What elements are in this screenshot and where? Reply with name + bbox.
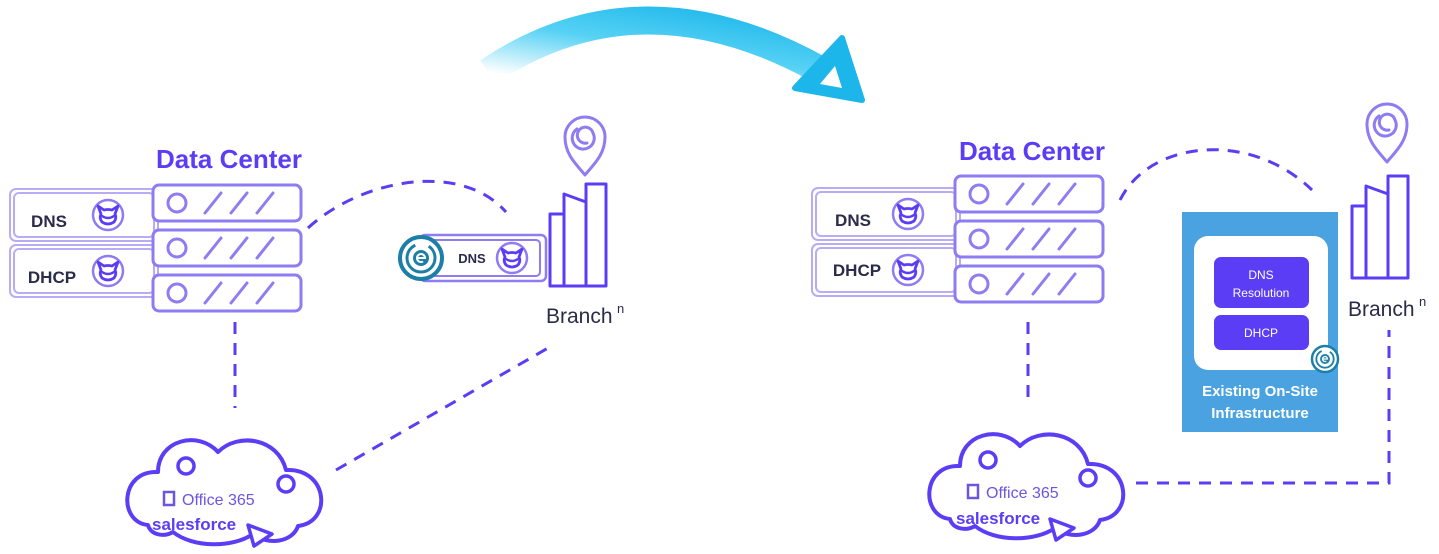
- branch-cloud-link: [1136, 330, 1391, 485]
- dns-resolution-line2: Resolution: [1233, 286, 1290, 300]
- location-pin-icon: [1365, 102, 1409, 164]
- branch-superscript: n: [617, 301, 624, 316]
- branch-building-icon: [548, 182, 608, 288]
- dns-resolution-box: [1214, 257, 1309, 308]
- server-rack-unit: [953, 174, 1105, 214]
- transition-arrow: [480, 6, 865, 103]
- office-icon: [162, 490, 176, 507]
- efficientip-logo-icon: [1310, 344, 1340, 374]
- dhcp-server-card: [9, 244, 159, 298]
- data-center-title: Data Center: [156, 144, 302, 174]
- dc-branch-link: [1118, 148, 1314, 201]
- panel-dhcp-label: DHCP: [1244, 326, 1278, 340]
- server-rack-unit: [151, 183, 303, 223]
- location-pin-icon: [563, 115, 607, 177]
- efficientip-logo-icon: [398, 235, 444, 281]
- branch-cloud-link: [335, 346, 549, 472]
- branch-dns-appliance: DNS: [398, 233, 548, 283]
- right-scene: Data Center DNS DHCP DNS Resolution DHCP…: [811, 102, 1426, 542]
- dns-server-card: [811, 187, 961, 241]
- server-rack-unit: [151, 273, 303, 313]
- salesforce-label: salesforce: [956, 509, 1040, 528]
- panel-caption-line2: Infrastructure: [1211, 405, 1309, 422]
- onsite-infrastructure-panel: DNS Resolution DHCP Existing On-Site Inf…: [1182, 212, 1340, 432]
- dns-label: DNS: [31, 212, 67, 231]
- dc-branch-link: [306, 179, 508, 230]
- panel-dhcp-box: [1214, 315, 1309, 350]
- left-scene: Data Center DNS DHCP DNS Branch n Office…: [9, 115, 624, 548]
- salesforce-label: salesforce: [152, 515, 236, 534]
- branch-building-icon: [1350, 174, 1410, 280]
- dns-label: DNS: [835, 211, 871, 230]
- server-rack-unit: [953, 264, 1105, 304]
- branch-superscript: n: [1419, 294, 1426, 309]
- branch-label: Branch: [546, 305, 613, 328]
- dhcp-label: DHCP: [833, 261, 881, 280]
- data-center-title: Data Center: [959, 136, 1105, 166]
- office-icon: [966, 483, 980, 500]
- office365-label: Office 365: [986, 485, 1059, 502]
- dns-resolution-line1: DNS: [1248, 268, 1273, 282]
- branch-label: Branch: [1348, 298, 1415, 321]
- branch-dns-label: DNS: [458, 251, 486, 266]
- dhcp-label: DHCP: [28, 268, 76, 287]
- office365-label: Office 365: [182, 492, 255, 509]
- server-rack-unit: [151, 228, 303, 268]
- server-rack-unit: [953, 219, 1105, 259]
- panel-caption-line1: Existing On-Site: [1202, 383, 1318, 400]
